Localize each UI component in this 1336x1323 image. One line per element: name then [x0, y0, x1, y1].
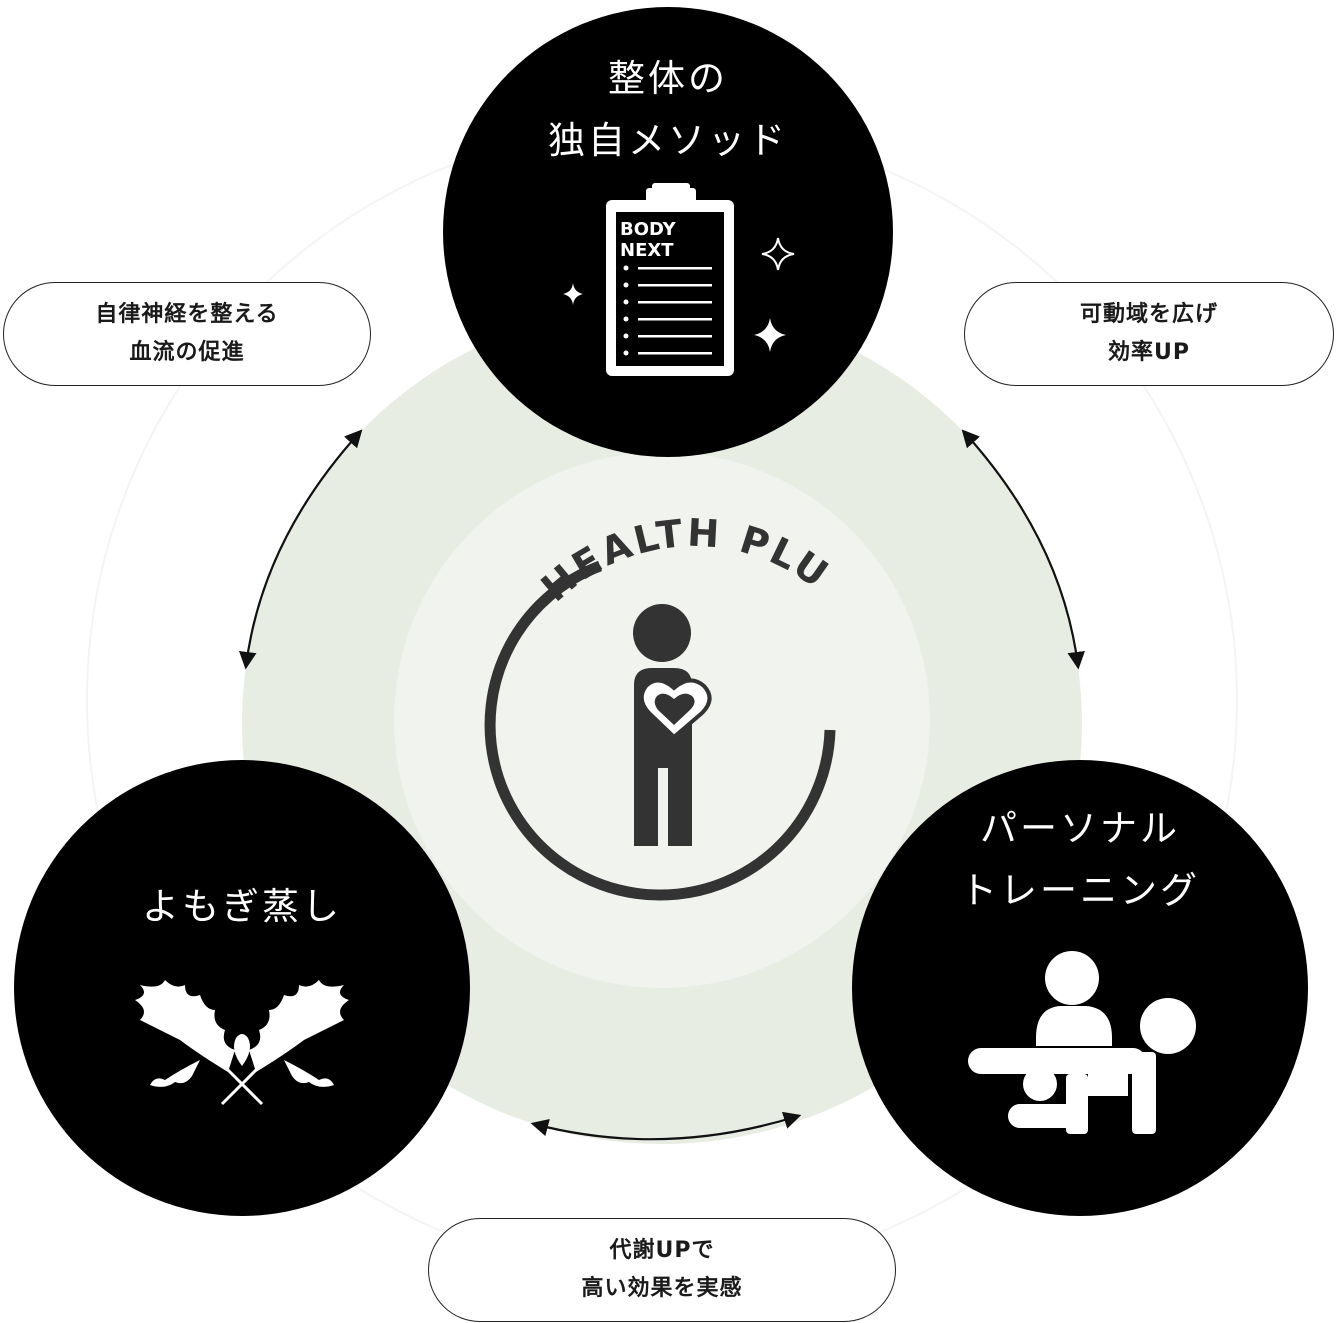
- sparkle-icon: [761, 237, 795, 271]
- method-label-line2: 独自メソッド: [548, 119, 788, 162]
- method-label-line1: 整体の: [608, 57, 728, 100]
- person-heart-icon: [633, 604, 712, 846]
- training-label-line2: トレーニング: [960, 869, 1200, 912]
- benefit-pill-top-left: 自律神経を整える 血流の促進: [3, 282, 371, 386]
- arrow-top-left: [239, 429, 363, 670]
- benefit-top-right-line2: 効率UP: [1108, 340, 1190, 365]
- yomogi-label-line1: よもぎ蒸し: [142, 885, 342, 928]
- sparkle-icon: [563, 283, 583, 305]
- personal-training-icon: [968, 951, 1196, 1134]
- clipboard-text-body: BODY: [620, 219, 677, 240]
- training-label: パーソナル トレーニング: [928, 798, 1232, 922]
- method-label: 整体の 独自メソッド: [520, 48, 816, 172]
- clipboard-text-next: NEXT: [620, 240, 674, 261]
- benefit-top-left-line1: 自律神経を整える: [95, 302, 279, 327]
- benefit-pill-top-right: 可動域を広げ 効率UP: [964, 282, 1334, 386]
- arrow-top-right: [961, 429, 1085, 670]
- training-label-line1: パーソナル: [980, 807, 1180, 850]
- sparkle-icon: [754, 318, 786, 352]
- benefit-top-right-line1: 可動域を広げ: [1079, 302, 1218, 327]
- benefit-pill-bottom: 代謝UPで 高い効果を実感: [428, 1218, 896, 1322]
- logo-ring: [484, 560, 836, 901]
- benefit-bottom-line1: 代謝UPで: [609, 1238, 715, 1263]
- yomogi-label: よもぎ蒸し: [92, 876, 392, 938]
- clipboard-icon: BODY NEXT: [563, 183, 795, 376]
- benefit-top-left-line2: 血流の促進: [129, 340, 245, 365]
- yomogi-circle: [14, 760, 470, 1216]
- benefit-bottom-line2: 高い効果を実感: [581, 1276, 743, 1301]
- mugwort-leaf-icon: [135, 980, 349, 1106]
- arrow-bottom: [530, 1111, 802, 1141]
